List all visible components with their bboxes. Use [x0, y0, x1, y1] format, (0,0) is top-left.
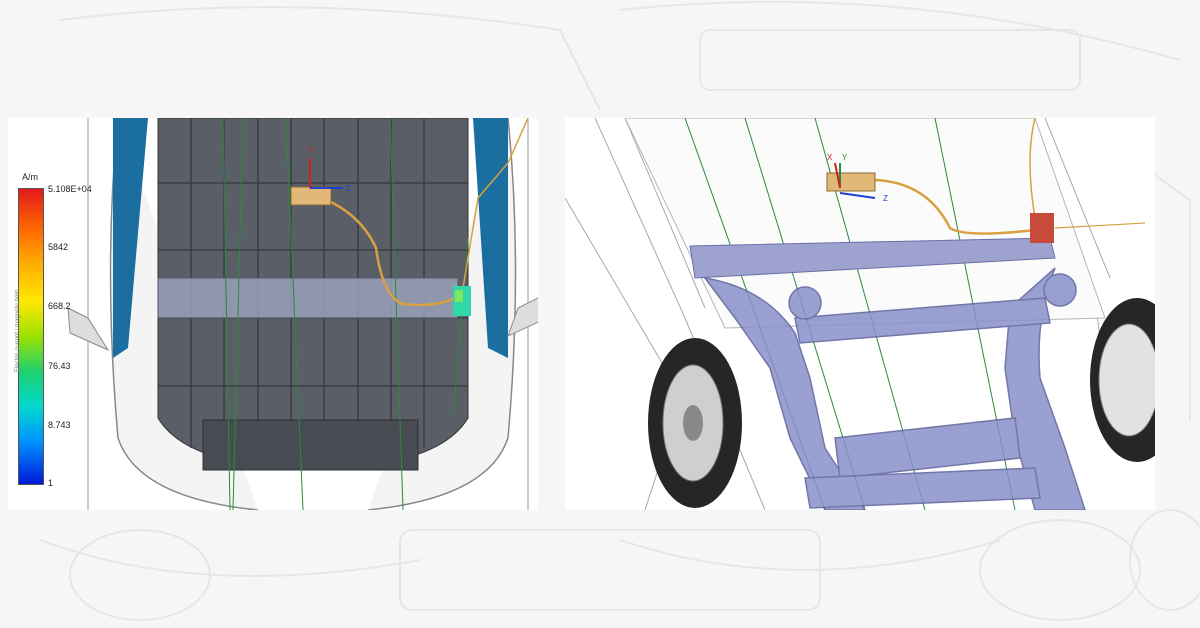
z-axis-arrow: [839, 192, 876, 199]
right-window: [473, 118, 508, 358]
field-hotspot: [1030, 213, 1054, 243]
cable-harness: [864, 178, 1036, 235]
perspective-view-panel[interactable]: X Y Z: [565, 118, 1155, 510]
color-legend: A/m 5.108E+04 5842 668.2 76.43 8.743 1 E…: [8, 118, 92, 510]
legend-unit: A/m: [22, 172, 39, 182]
rear-cross-beam: [689, 237, 1056, 279]
legend-title: Electric current / magnetic field: [15, 289, 21, 373]
legend-tick: 5842: [48, 242, 69, 252]
svg-text:Y: Y: [308, 146, 314, 155]
chassis-model: X Y Z: [565, 118, 1155, 510]
top-view-model: Y Z: [67, 118, 538, 510]
right-mirror: [507, 297, 538, 337]
source-box: [290, 186, 332, 206]
lower-tray: [202, 419, 419, 471]
svg-text:X: X: [827, 153, 833, 162]
rear-subframe: [703, 267, 1086, 510]
left-rear-wheel: [648, 338, 742, 508]
legend-tick: 5.108E+04: [48, 184, 92, 194]
svg-text:Z: Z: [883, 194, 888, 203]
cross-member: [157, 277, 459, 319]
right-rear-wheel: [1090, 298, 1155, 462]
legend-color-bar: [18, 188, 44, 485]
legend-tick: 8.743: [48, 420, 71, 430]
cable-harness: [307, 191, 459, 307]
legend-tick: 668.2: [48, 301, 71, 311]
x-axis-arrow: [834, 162, 841, 189]
legend-tick: 1: [48, 478, 54, 488]
legend-tick: 76.43: [48, 361, 71, 371]
top-view-panel[interactable]: Y Z A/m 5.108E+04 5842 668.2 76.43 8.743…: [8, 118, 538, 510]
svg-text:Z: Z: [346, 184, 351, 193]
left-window: [113, 118, 148, 358]
source-box: [826, 172, 876, 192]
svg-text:Y: Y: [842, 153, 848, 162]
left-mirror: [67, 307, 110, 352]
